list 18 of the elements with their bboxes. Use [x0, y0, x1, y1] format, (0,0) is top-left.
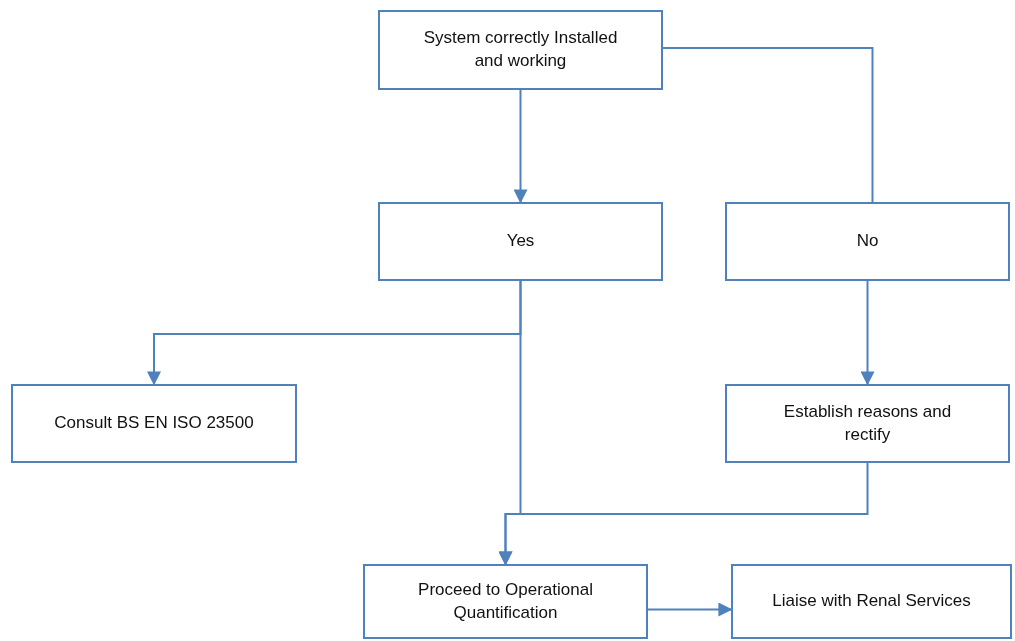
process-box [725, 384, 1010, 463]
arrow [860, 280, 875, 386]
box-label: Yes [506, 230, 535, 253]
box-label: Liaise with Renal Services [772, 590, 971, 613]
process-box [731, 564, 1012, 639]
process-box [363, 564, 648, 639]
process-box [11, 384, 297, 463]
process-box [378, 202, 663, 281]
arrow [498, 462, 869, 566]
box-label: System correctly Installed and working [422, 27, 619, 72]
box-label: Consult BS EN ISO 23500 [54, 412, 254, 435]
box-label: No [856, 230, 879, 253]
process-box [725, 202, 1010, 281]
arrow [647, 602, 733, 617]
box-label: Proceed to Operational Quantification [417, 578, 594, 624]
process-box [378, 10, 663, 90]
arrow [513, 89, 528, 204]
box-label: Establish reasons and rectify [782, 400, 953, 446]
